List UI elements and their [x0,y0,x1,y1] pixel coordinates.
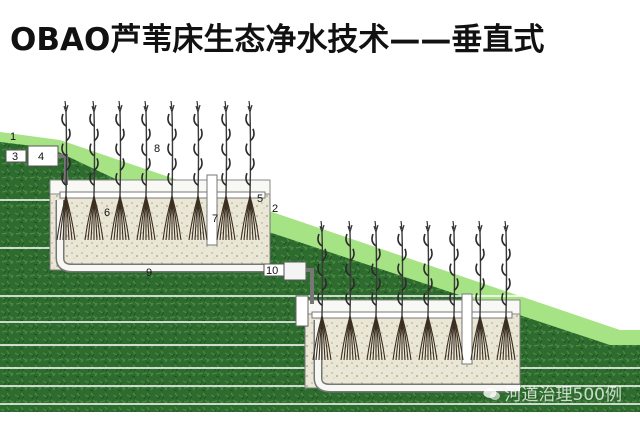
reed-plant [110,100,130,241]
watermark: 河道治理500例 [483,380,622,405]
reed-plant [444,220,464,361]
reed-plant [162,100,182,241]
upper-reeds [56,100,260,241]
reed-plant [188,100,208,241]
reed-plant [216,100,236,241]
reed-plant [312,220,332,361]
reed-plant [56,100,76,241]
reed-plant [84,100,104,241]
reed-plant [418,220,438,361]
lower-reeds [312,220,516,361]
reed-plant [340,220,360,361]
wechat-icon [483,388,500,400]
label-7: 7 [212,213,218,225]
reed-plant [392,220,412,361]
diagram-title: OBAO芦苇床生态净水技术——垂直式 [10,22,545,58]
label-2: 2 [272,203,278,215]
reed-plant [470,220,490,361]
reed-plant [240,100,260,241]
reed-plant [496,220,516,361]
label-10: 10 [266,265,278,277]
label-3: 3 [12,151,18,163]
reed-plant [136,100,156,241]
label-1: 1 [10,131,16,143]
label-4: 4 [38,151,44,163]
diagram-labels: 1 3 4 2 5 6 7 8 9 10 [10,131,278,279]
label-8: 8 [154,143,160,155]
label-6: 6 [104,207,110,219]
watermark-text: 河道治理500例 [504,385,622,405]
label-5: 5 [257,193,263,205]
label-9: 9 [146,267,152,279]
reed-plant [366,220,386,361]
